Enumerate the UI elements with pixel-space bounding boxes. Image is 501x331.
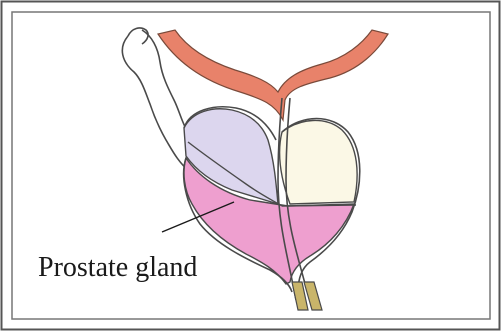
prostate-gland-label: Prostate gland [38,254,197,282]
seminal-vesicle-shape [280,120,358,204]
junction-line [282,205,356,206]
